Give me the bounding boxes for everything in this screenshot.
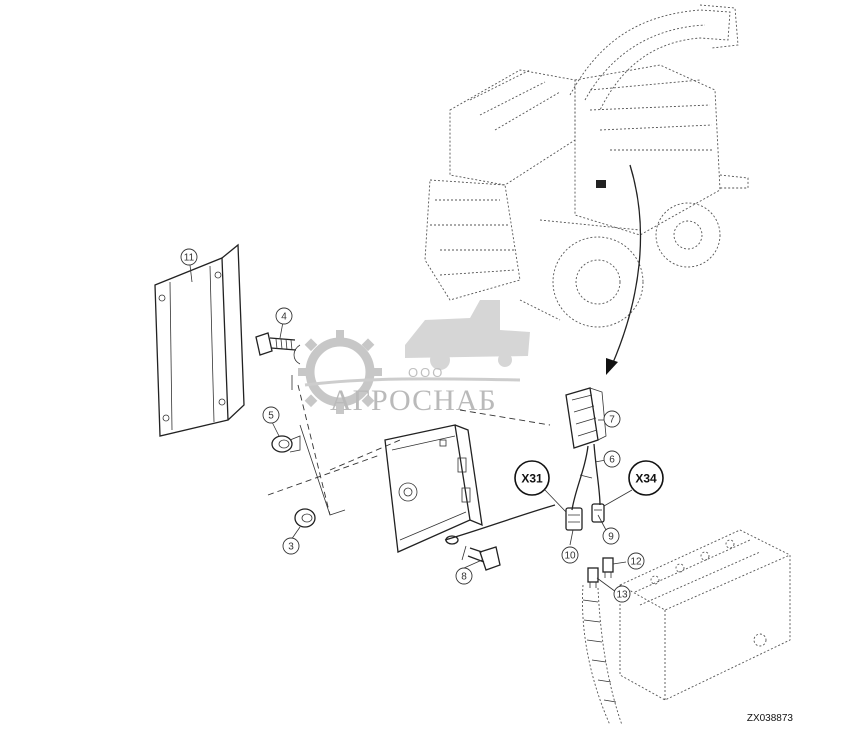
connector-part-9 bbox=[591, 503, 605, 523]
wire-loom bbox=[582, 584, 623, 726]
callout-9: 9 bbox=[602, 527, 620, 545]
fuse-box bbox=[619, 529, 791, 701]
connector-label-x34: X34 bbox=[603, 460, 664, 507]
connector-id: X34 bbox=[635, 472, 657, 486]
callout-6: 6 bbox=[603, 450, 621, 468]
callout-label: 4 bbox=[281, 312, 287, 323]
harness-connector-part-7 bbox=[565, 387, 607, 449]
watermark-small-text: ООО bbox=[408, 365, 444, 380]
callout-label: 7 bbox=[609, 415, 615, 426]
callout-3: 3 bbox=[282, 537, 300, 555]
callout-10: 10 bbox=[561, 546, 579, 564]
callout-label: 3 bbox=[288, 542, 294, 553]
gear-combine-logo-icon bbox=[298, 300, 530, 414]
callout-12: 12 bbox=[627, 552, 645, 570]
callout-label: 5 bbox=[268, 411, 274, 422]
control-module bbox=[384, 424, 483, 553]
callout-11: 11 bbox=[180, 248, 198, 266]
wiring-harness-part-6 bbox=[571, 443, 601, 511]
callout-5: 5 bbox=[262, 406, 280, 424]
fuse-part-13 bbox=[587, 567, 599, 588]
callout-label: 10 bbox=[564, 551, 576, 562]
callout-label: 6 bbox=[609, 455, 615, 466]
drawing-reference-code: ZX038873 bbox=[747, 713, 794, 724]
harvester-illustration bbox=[424, 4, 749, 328]
callout-label: 13 bbox=[616, 590, 628, 601]
callout-4: 4 bbox=[275, 307, 293, 325]
callout-label: 12 bbox=[630, 557, 642, 568]
leader-lines bbox=[189, 264, 627, 593]
callout-label: 8 bbox=[461, 572, 467, 583]
callout-label: 11 bbox=[184, 253, 195, 264]
watermark: ООО АГРОСНАБ bbox=[298, 300, 530, 417]
arrow-head-icon bbox=[606, 358, 618, 375]
watermark-brand-text: АГРОСНАБ bbox=[330, 384, 497, 417]
connector-part-10 bbox=[565, 507, 583, 531]
callout-13: 13 bbox=[613, 585, 631, 603]
connector-label-x31: X31 bbox=[514, 460, 567, 513]
bolt-part-4 bbox=[255, 332, 297, 356]
callout-label: 9 bbox=[608, 532, 614, 543]
bolt-part-8 bbox=[461, 545, 501, 571]
callout-8: 8 bbox=[455, 567, 473, 585]
nut-part-3 bbox=[294, 508, 316, 528]
mounting-bracket bbox=[154, 243, 245, 437]
connector-id: X31 bbox=[521, 472, 543, 486]
callout-7: 7 bbox=[603, 410, 621, 428]
nut-part-5 bbox=[271, 435, 301, 453]
fuse-part-12 bbox=[602, 557, 614, 578]
